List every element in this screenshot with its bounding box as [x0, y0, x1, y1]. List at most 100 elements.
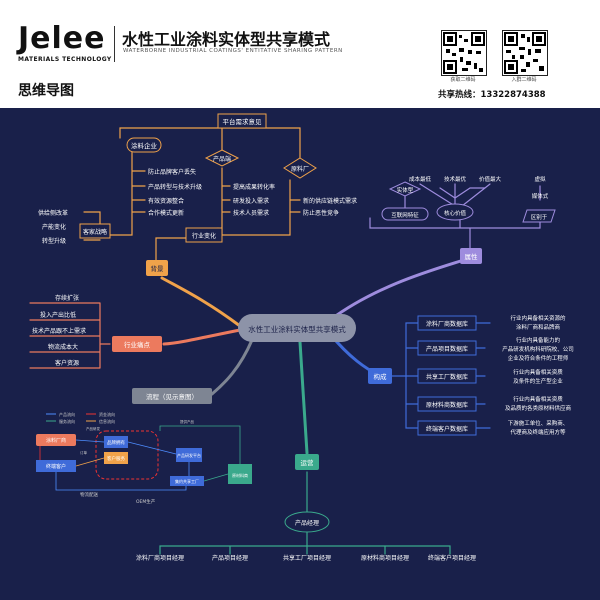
core-value-node: [436, 203, 474, 221]
leaf-label: 供给侧改革: [38, 209, 68, 217]
branch-label: 产品端: [213, 155, 231, 163]
qr-code-icon: [502, 30, 548, 76]
database-label: 原材料商数据库: [426, 401, 468, 409]
flow-arrow: [203, 473, 229, 482]
end-customer-node: [36, 460, 76, 472]
leaf-label: 新的供应链模式需求: [303, 197, 357, 205]
database-desc: 行业内具备相关资质: [513, 395, 563, 403]
operation-hub: [295, 454, 319, 470]
legend-label: 资金流向: [99, 411, 115, 417]
manager-item: 终端客户项目经理: [428, 554, 476, 562]
branch-label: 涂料企业: [131, 141, 158, 150]
center-node: [238, 314, 356, 342]
connector: [475, 322, 491, 429]
logo-subtitle: MATERIALS TECHNOLOGY: [18, 56, 112, 63]
flow-diagram: 产品流向 资金流向 服务流向 信息流向 涂料厂商 品牌拥有 客户服务 终端客户 …: [36, 411, 252, 505]
pain-point-item: 物流成本大: [48, 343, 78, 351]
pain-point-item: 存续扩张: [55, 294, 79, 302]
flow-arrow: [75, 439, 105, 443]
leaf-label: 防止恶性竞争: [303, 209, 339, 217]
flow-node-label: 原材料商: [232, 472, 248, 478]
product-manager-node: [284, 511, 330, 533]
database-desc: 行业内具备能力的: [516, 336, 561, 344]
qr-caption-1: 获取二维码: [450, 77, 476, 83]
leaf-label: 转型升级: [42, 237, 66, 245]
root-node-label: 平台需求意见: [223, 117, 263, 126]
database-node: [417, 368, 477, 384]
database-desc: 下游施工单位、采购商、: [508, 419, 569, 427]
flow-node-label: 产品研发平台: [177, 452, 201, 458]
flow-edge-label: 订单: [80, 450, 87, 455]
connector: [391, 322, 419, 429]
manager-item: 原材料商项目经理: [361, 554, 409, 562]
industry-change-label: 行业变化: [192, 232, 216, 240]
database-desc: 产品研发机构科研院校、公司: [502, 345, 574, 353]
core-item-label: 技术最优: [444, 175, 467, 183]
flow-node-label: 终端客户: [46, 463, 66, 470]
flow-edge-label: OEM生产: [136, 498, 156, 505]
internet-feature-label: 互联网特征: [391, 211, 419, 219]
connector: [298, 340, 309, 455]
legend-label: 信息流向: [99, 418, 115, 424]
database-desc: 企业及符合条件的工程师: [508, 354, 569, 362]
branch-raw-material: [283, 157, 317, 179]
entity-node: [388, 181, 422, 197]
branch-coating-enterprise: [126, 137, 162, 153]
connector: [131, 147, 146, 213]
core-value-label: 核心价值: [444, 209, 467, 217]
composition-hub-label: 构成: [374, 372, 388, 381]
connector: [210, 338, 254, 396]
core-item-label: 价值最大: [479, 175, 502, 183]
connector: [419, 183, 491, 207]
database-node: [417, 396, 477, 412]
leaf-label: 产品转型与技术升级: [148, 183, 202, 191]
connector: [159, 471, 451, 555]
flow-node-label: 品牌拥有: [107, 439, 125, 446]
connector: [29, 302, 111, 369]
flow-group-outline: [95, 430, 159, 480]
pain-point-hub: [112, 336, 162, 352]
leaf-label: 提高成果转化率: [233, 183, 275, 191]
hotline-number: 13322874388: [480, 90, 546, 100]
entity-label: 实体型: [397, 186, 414, 194]
pain-point-hub-label: 行业痛点: [124, 340, 151, 349]
media-label: 媒体式: [532, 192, 549, 200]
flow-node-label: 涂料厂商: [46, 437, 66, 444]
database-desc: 行业内具备相关资源的: [510, 314, 566, 322]
center-node-label: 水性工业涂料实体型共享模式: [248, 324, 346, 334]
qr-code-icon: [441, 30, 487, 76]
mind-map: 水性工业涂料实体型共享模式 平台需求意见 涂料企业 防止品牌客户丢失 产品转型与…: [29, 113, 574, 562]
logo-wordmark: Jelee: [18, 21, 106, 56]
database-desc: 涂料厂商和品牌商: [516, 323, 561, 331]
database-label: 涂料厂商数据库: [426, 320, 468, 328]
coating-maker-node: [36, 434, 76, 446]
connector: [160, 276, 242, 328]
flow-edge-label: 物流配送: [80, 491, 98, 498]
hotline: 共享热线：13322874388: [438, 88, 546, 100]
company-logo: Jelee MATERIALS TECHNOLOGY: [18, 22, 114, 74]
database-desc: 代理商及终端应用方等: [510, 428, 566, 436]
flow-arrow: [159, 425, 241, 464]
flow-hub-label: 流程（见示意图）: [146, 392, 198, 401]
leaf-label: 防止品牌客户丢失: [148, 168, 196, 176]
operation-hub-label: 运营: [301, 458, 315, 467]
hotline-label: 共享热线：: [438, 90, 481, 100]
header-divider: [114, 26, 115, 62]
flow-edge-label: 产品研发: [86, 426, 100, 431]
customer-strategy-label: 客家战略: [83, 228, 107, 236]
attribute-hub: [460, 248, 482, 264]
flow-arrow: [127, 441, 177, 455]
flow-edge-label: 提供产品: [180, 419, 194, 424]
header-banner: Jelee MATERIALS TECHNOLOGY 水性工业涂料实体型共享模式…: [0, 0, 600, 108]
database-label: 终端客户数据库: [426, 425, 468, 433]
connector: [162, 328, 242, 346]
internet-feature-node: [381, 207, 429, 221]
pain-point-item: 客户资源: [55, 359, 79, 367]
header-subtitle: WATERBORNE INDUSTRIAL COATINGS' ENTITATI…: [123, 48, 343, 54]
industry-change-node: [185, 227, 223, 243]
flow-hub: [132, 388, 212, 404]
pain-point-item: 技术产品跟不上需求: [32, 327, 86, 335]
flow-arrow: [75, 457, 105, 467]
flow-arrow: [55, 472, 187, 491]
qr-caption-2: 入群二维码: [511, 77, 537, 83]
